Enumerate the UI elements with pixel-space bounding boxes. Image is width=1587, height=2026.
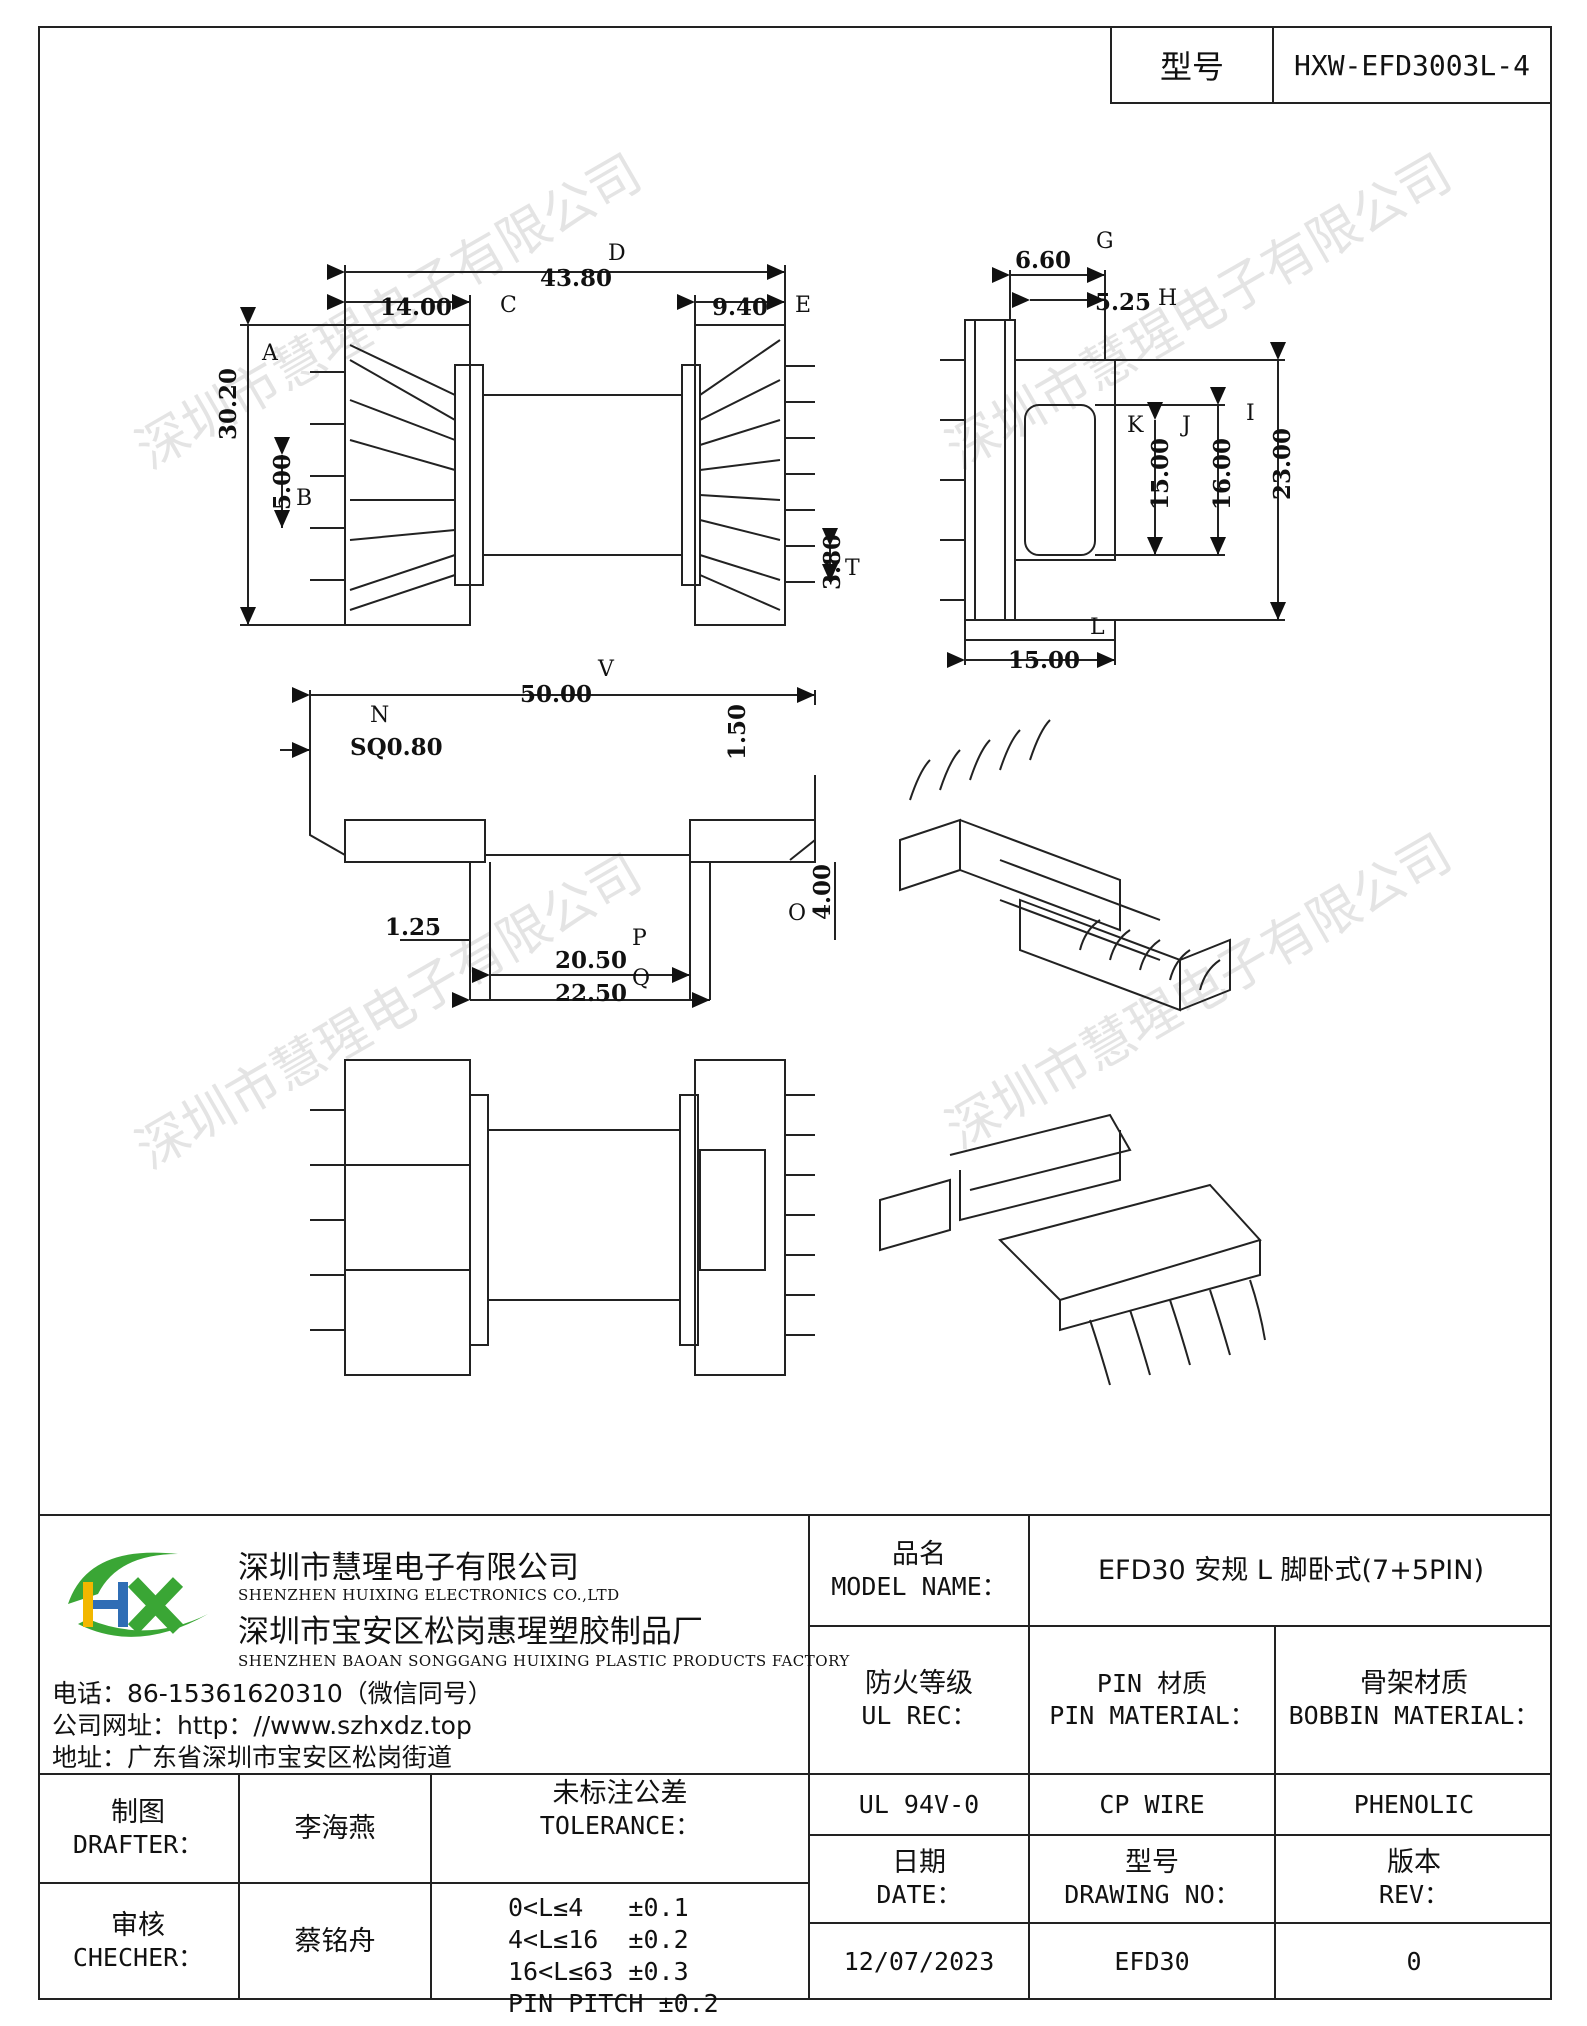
- tolerance-row-1: 0<L≤4 ±0.1: [508, 1893, 689, 1922]
- marker-n: N: [370, 703, 389, 728]
- marker-k: K: [1127, 413, 1144, 438]
- checker-name: 蔡铭舟: [294, 1926, 376, 1957]
- marker-e: E: [795, 293, 811, 318]
- company-name-en: SHENZHEN HUIXING ELECTRONICS CO.,LTD: [238, 1586, 620, 1604]
- company-logo: [68, 1552, 208, 1637]
- model-label: 型号: [1112, 28, 1274, 102]
- marker-h: H: [1158, 286, 1177, 311]
- dim-overall-front: 50.00: [520, 681, 592, 708]
- factory-name-cn: 深圳市宝安区松岗惠瑆塑胶制品厂: [238, 1614, 703, 1650]
- pin-material-value: CP WIRE: [1099, 1789, 1205, 1819]
- rev-value: 0: [1406, 1947, 1422, 1976]
- marker-d: D: [608, 241, 626, 266]
- tolerance-table: 0<L≤4 ±0.1 4<L≤16 ±0.2 16<L≤63 ±0.3 PIN …: [508, 1892, 719, 2020]
- marker-v: V: [597, 657, 615, 682]
- marker-t: T: [845, 556, 860, 581]
- model-name-value: EFD30 安规 L 脚卧式(7+5PIN): [1097, 1554, 1484, 1586]
- dim-pin-pitch-right: 3.80: [819, 534, 846, 590]
- dim-flange: 1.25: [385, 914, 441, 941]
- model-number: HXW-EFD3003L-4: [1293, 48, 1530, 82]
- dim-525: 5.25: [1095, 289, 1151, 316]
- marker-l: L: [1090, 615, 1105, 640]
- dim-660: 6.60: [1015, 247, 1071, 274]
- address: 地址：广东省深圳市宝安区松岗街道: [52, 1743, 453, 1772]
- drafter-name: 李海燕: [294, 1812, 376, 1844]
- drawing-frame: [38, 26, 1552, 2000]
- dim-height: 30.20: [215, 368, 242, 440]
- dim-overall-top: 43.80: [540, 265, 612, 292]
- bottom-view: [310, 1059, 815, 1376]
- ul-rec-value: UL 94V-0: [858, 1789, 980, 1819]
- company-name-cn: 深圳市慧瑆电子有限公司: [238, 1550, 579, 1586]
- dim-right-flange: 9.40: [712, 294, 768, 321]
- marker-c: C: [500, 293, 517, 318]
- marker-o: O: [788, 901, 806, 926]
- technical-drawing: 深圳市慧瑆电子有限公司 深圳市慧瑆电子有限公司 深圳市慧瑆电子有限公司 深圳市慧…: [127, 143, 1462, 1386]
- bobbin-material-value: PHENOLIC: [1353, 1789, 1475, 1819]
- dim-wire: SQ0.80: [350, 734, 443, 761]
- marker-i: I: [1246, 401, 1255, 426]
- dim-height-front: 4.00: [809, 864, 836, 920]
- phone: 电话：86-15361620310（微信同号）: [52, 1679, 493, 1708]
- marker-j: J: [1180, 413, 1191, 438]
- title-block: 深圳市慧瑆电子有限公司 SHENZHEN HUIXING ELECTRONICS…: [38, 1514, 1552, 2018]
- marker-q: Q: [632, 966, 650, 991]
- isometric-view-bottom: [879, 1113, 1266, 1386]
- front-view: [280, 687, 836, 1008]
- marker-a: A: [261, 341, 279, 366]
- dim-1500-horizontal: 15.00: [1008, 647, 1080, 674]
- marker-b: B: [296, 486, 312, 511]
- watermark-4: 深圳市慧瑆电子有限公司: [937, 823, 1462, 1161]
- dimension-labels: 43.80 14.00 9.40 30.20 5.00 3.80 A B C D…: [215, 229, 1296, 1007]
- factory-name-en: SHENZHEN BAOAN SONGGANG HUIXING PLASTIC …: [238, 1652, 850, 1670]
- tolerance-row-2: 4<L≤16 ±0.2: [508, 1925, 689, 1954]
- dim-step: 1.50: [724, 704, 751, 760]
- drawing-no-value: EFD30: [1114, 1947, 1190, 1976]
- top-view: [240, 264, 838, 626]
- model-number-box: 型号 HXW-EFD3003L-4: [1110, 26, 1552, 104]
- logo-swoosh-icon: [68, 1552, 178, 1604]
- marker-p: P: [632, 926, 647, 951]
- dim-inner: 20.50: [555, 947, 627, 974]
- dim-2300: 23.00: [1269, 428, 1296, 500]
- dim-pin-pitch-left: 5.00: [269, 454, 296, 510]
- dim-left-flange: 14.00: [380, 294, 452, 321]
- marker-g: G: [1096, 229, 1114, 254]
- tolerance-row-4: PIN PITCH ±0.2: [508, 1989, 719, 2018]
- date-value: 12/07/2023: [843, 1947, 995, 1976]
- tolerance-row-3: 16<L≤63 ±0.3: [508, 1957, 689, 1986]
- dim-1500-vertical: 15.00: [1147, 438, 1174, 510]
- website: 公司网址：http：//www.szhxdz.top: [52, 1711, 472, 1740]
- dim-1600: 16.00: [1209, 438, 1236, 510]
- isometric-view-top: [899, 719, 1231, 1012]
- dim-outer: 22.50: [555, 980, 627, 1007]
- side-view: [940, 267, 1286, 668]
